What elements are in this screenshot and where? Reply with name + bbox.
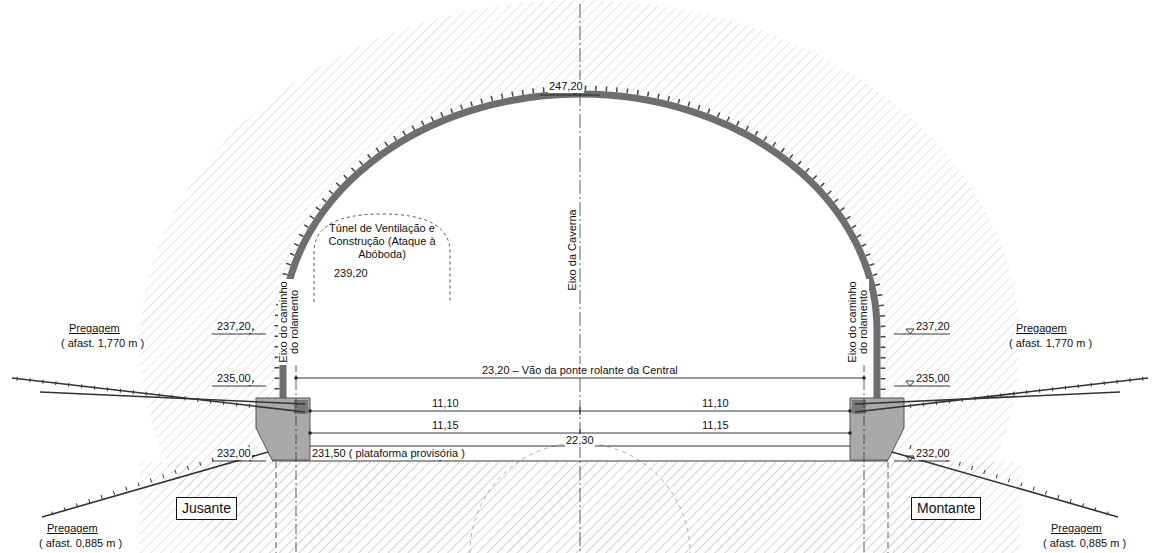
bolt-spacing: ( afast. 0,885 m ) [38,537,123,550]
elevation-label: 235,00 [216,372,252,385]
dimension-label: 23,20 – Vão da ponte rolante da Central [481,364,679,377]
wall-line [888,462,889,553]
location-name: Jusante [182,500,231,517]
dimension-label: 11,15 [701,419,730,432]
axis-label: Eixo do caminho do rolamento [847,279,869,365]
dimension-label: 11,15 [431,419,460,432]
bolt-spacing: ( afast. 1,770 m ) [1008,337,1093,350]
elevation-label: 239,20 [320,267,444,280]
dimension-label: 22,30 [565,434,595,447]
dimension-label: 11,10 [431,397,460,410]
bolt-spacing: ( afast. 0,885 m ) [1042,537,1127,550]
bolt-spacing: ( afast. 1,770 m ) [60,337,145,350]
tunnel-text: Túnel de Ventilação e Construção (Ataque… [312,212,452,280]
bolt-label: Pregagem [68,322,121,335]
tunnel-name: Túnel de Ventilação e Construção (Ataque… [320,222,444,261]
location-box: Montante [911,497,981,520]
bolt-label: Pregagem [46,522,99,535]
elevation-label: 232,00 [216,447,252,460]
future-outline [470,443,690,553]
elevation-label: 235,00 [915,372,951,385]
location-name: Montante [917,500,975,517]
elevation-label: 247,20 [548,80,584,93]
elevation-label: 237,20 [915,320,951,333]
location-box: Jusante [176,497,237,520]
dimension-label: 11,10 [701,397,730,410]
dimension-lines [272,378,888,461]
dimension-ticks [294,376,866,435]
elevation-label: 237,20 [216,320,252,333]
axis-label: Eixo do caminho do rolamento [278,279,300,365]
elevation-label: 232,00 [915,447,951,460]
elevation-markers [212,90,950,461]
elevation-label: 231,50 ( plataforma provisória ) [311,447,466,460]
lining-ticks [277,88,883,400]
bolt-label: Pregagem [1050,522,1103,535]
wall-line [276,462,277,553]
bolt-label: Pregagem [1015,322,1068,335]
tunnel-outline: Túnel de Ventilação e Construção (Ataque… [312,212,452,302]
rock-hatch [140,0,1020,553]
axis-label: Eixo da Caverna [567,189,578,311]
